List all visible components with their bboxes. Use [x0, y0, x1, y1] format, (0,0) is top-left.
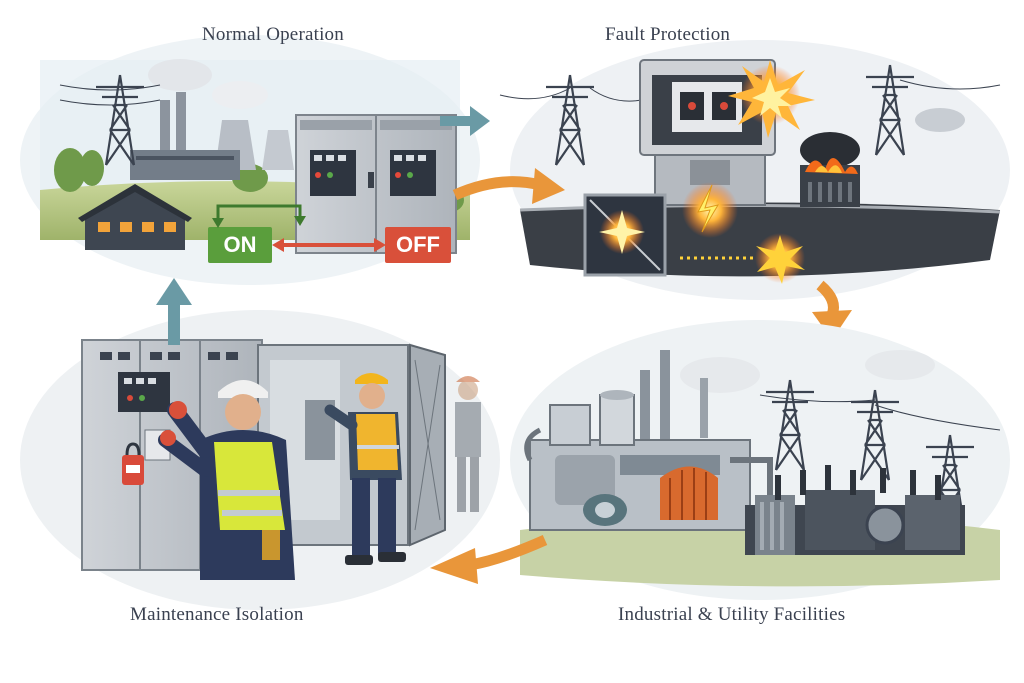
on-label: ON: [223, 232, 257, 257]
panel-maintenance-isolation: [20, 310, 500, 610]
worker-back: [324, 373, 406, 565]
worker-front: [158, 380, 295, 580]
panel-title-industrial-utility: Industrial & Utility Facilities: [618, 604, 846, 625]
circuit-breaker: [639, 59, 776, 206]
flow-arrow-orange: [452, 176, 542, 201]
padlock-icon: [122, 442, 144, 485]
relay-box: [583, 193, 667, 277]
off-label: OFF: [396, 232, 440, 257]
spark-icon: [728, 60, 815, 138]
flow-arrow-orange-head: [532, 168, 565, 204]
flow-arrow-right-teal: [440, 106, 490, 136]
fire-icon: [800, 132, 860, 207]
hardhat-icon: [355, 373, 388, 384]
power-plant: [130, 59, 294, 180]
switchgear-cabinet: [295, 114, 457, 254]
flow-arrow-up-teal: [156, 278, 192, 345]
panel-title-fault-protection: Fault Protection: [605, 24, 731, 45]
transformer-substation: [745, 465, 965, 555]
flow-arrow-orange-head: [812, 310, 852, 340]
industrial-stacks: [640, 350, 708, 440]
worker-background: [455, 376, 481, 512]
flow-arrow-orange: [816, 280, 839, 318]
on-off-connector: [212, 204, 386, 252]
on-switch: [208, 227, 272, 263]
panel-normal-operation: [20, 35, 490, 285]
flow-arrow-orange-head: [430, 548, 478, 584]
plant-machinery: [524, 390, 773, 531]
panel-industrial-utility: [510, 320, 1010, 600]
spark-icon: [682, 182, 738, 238]
hardhat-icon: [218, 380, 268, 398]
panel-title-normal-operation: Normal Operation: [202, 24, 344, 45]
panel-title-maintenance-isolation: Maintenance Isolation: [130, 604, 304, 625]
panel-fault-protection: [499, 40, 1010, 300]
house: [78, 184, 192, 250]
spark-icon: [680, 233, 805, 284]
off-switch: [385, 227, 451, 263]
